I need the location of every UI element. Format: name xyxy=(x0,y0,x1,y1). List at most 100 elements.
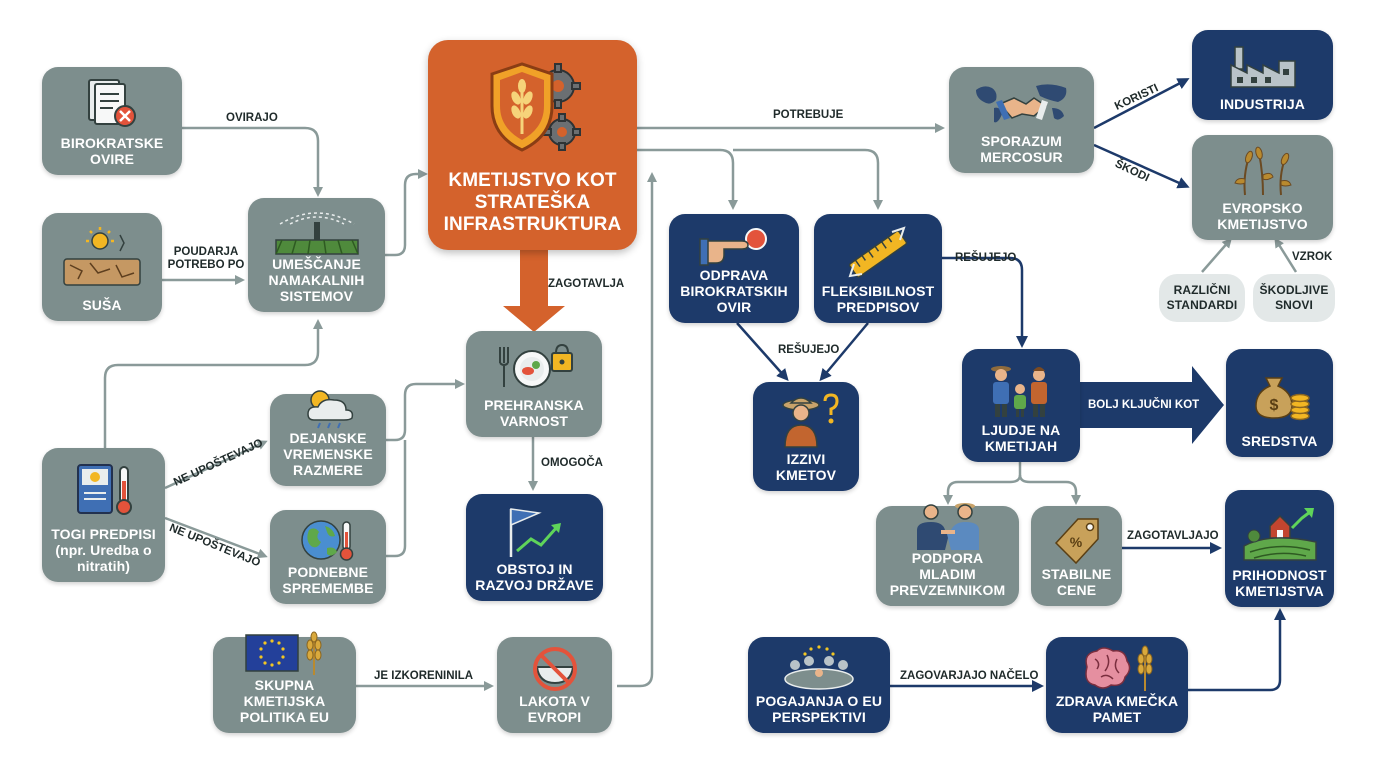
edge-label-potrebuje: POTREBUJE xyxy=(773,109,844,121)
node-label: EVROPSKO KMETIJSTVO xyxy=(1217,200,1308,232)
node-label: SKUPNA KMETIJSKA POLITIKA EU xyxy=(239,677,330,725)
edge-label-resujejo-2: REŠUJEJO xyxy=(955,252,1017,264)
edge-kmetijstvo-prehranska xyxy=(503,250,565,332)
edge-label-je-izkoreninila: JE IZKORENINILA xyxy=(374,670,474,682)
edge-fleksibilnost-ljudje xyxy=(942,256,1028,348)
ruler-arrows-icon xyxy=(820,220,936,283)
node-kmetijstvo-infra[interactable]: KMETIJSTVO KOT STRATEŠKA INFRASTRUKTURA xyxy=(428,40,637,250)
node-label: UMEŠČANJE NAMAKALNIH SISTEMOV xyxy=(268,256,365,304)
node-label: LJUDJE NA KMETIJAH xyxy=(981,422,1061,454)
edge-togi-dejanske xyxy=(164,440,268,490)
brain-wheat-icon xyxy=(1052,643,1182,693)
edge-zdrava-prihodnost xyxy=(1188,608,1286,692)
node-label: PRIHODNOST KMETIJSTVA xyxy=(1232,567,1327,599)
eu-flag-wheat-icon xyxy=(219,631,350,677)
node-susa[interactable]: SUŠA xyxy=(42,213,162,321)
edge-ljudje-sredstva xyxy=(1080,366,1224,444)
svg-text:$: $ xyxy=(1269,397,1278,414)
handshake-world-map-icon xyxy=(955,73,1088,133)
edge-label-zagovarjajo: ZAGOVARJAJO NAČELO xyxy=(900,670,1039,682)
farm-family-icon xyxy=(968,355,1074,422)
node-label: KMETIJSTVO KOT STRATEŠKA INFRASTRUKTURA xyxy=(443,170,622,235)
node-evropsko[interactable]: EVROPSKO KMETIJSTVO xyxy=(1192,135,1333,240)
edge-ljudje-podpora xyxy=(943,462,1022,505)
edge-skodljive-evropsko xyxy=(1274,237,1298,273)
hand-press-button-icon xyxy=(675,219,793,267)
node-label: LAKOTA V EVROPI xyxy=(519,693,590,725)
globe-thermometer-icon xyxy=(276,516,380,564)
edge-label-zagotavljajo: ZAGOTAVLJAJO xyxy=(1127,530,1219,542)
farmer-question-icon xyxy=(759,388,853,451)
node-sredstva[interactable]: $ SREDSTVA xyxy=(1226,349,1333,457)
edge-label-bolj-kljucni: BOLJ KLJUČNI KOT xyxy=(1088,399,1200,411)
node-skodljive[interactable]: ŠKODLJIVE SNOVI xyxy=(1253,274,1335,322)
node-label: BIROKRATSKE OVIRE xyxy=(60,135,164,167)
node-pogajanja[interactable]: POGAJANJA O EU PERSPEKTIVI xyxy=(748,637,890,733)
edge-label-omogoca: OMOGOČA xyxy=(541,457,603,469)
money-bag-coins-icon: $ xyxy=(1232,355,1327,433)
svg-text:%: % xyxy=(1069,534,1082,550)
edge-odprava-izzivi xyxy=(736,322,789,381)
node-umescanje[interactable]: UMEŠČANJE NAMAKALNIH SISTEMOV xyxy=(248,198,385,312)
node-ljudje[interactable]: LJUDJE NA KMETIJAH xyxy=(962,349,1080,462)
node-lakota[interactable]: LAKOTA V EVROPI xyxy=(497,637,612,733)
edge-label-poudarja: POUDARJA POTREBO PO xyxy=(167,246,245,271)
node-label: RAZLIČNI STANDARDI xyxy=(1166,283,1238,312)
node-stabilne[interactable]: % STABILNE CENE xyxy=(1031,506,1122,606)
node-label: PODNEBNE SPREMEMBE xyxy=(282,564,374,596)
edge-togi-podnebne xyxy=(164,516,268,559)
node-dejanske[interactable]: DEJANSKE VREMENSKE RAZMERE xyxy=(270,390,386,486)
edge-label-vzrok: VZROK xyxy=(1292,251,1333,263)
node-razlicni[interactable]: RAZLIČNI STANDARDI xyxy=(1159,274,1245,322)
node-label: PREHRANSKA VARNOST xyxy=(484,397,584,429)
node-label: ODPRAVA BIROKRATSKIH OVIR xyxy=(680,267,788,315)
node-label: SREDSTVA xyxy=(1241,433,1318,449)
node-obstoj[interactable]: OBSTOJ IN RAZVOJ DRŽAVE xyxy=(466,494,603,601)
node-odprava[interactable]: ODPRAVA BIROKRATSKIH OVIR xyxy=(669,214,799,323)
node-togi-predpisi[interactable]: TOGI PREDPISI (npr. Uredba o nitratih) xyxy=(42,448,165,582)
node-label: POGAJANJA O EU PERSPEKTIVI xyxy=(755,693,883,725)
edge-potrebuje-odprava xyxy=(637,148,738,210)
flag-growth-chart-icon xyxy=(472,500,597,561)
edge-label-ovirajo: OVIRAJO xyxy=(226,112,278,124)
withered-crops-icon xyxy=(1198,141,1327,200)
node-industrija[interactable]: INDUSTRIJA xyxy=(1192,30,1333,120)
no-food-bowl-icon xyxy=(503,643,606,693)
edge-label-zagotavlja: ZAGOTAVLJA xyxy=(548,278,625,290)
node-label: ZDRAVA KMEČKA PAMET xyxy=(1055,693,1179,725)
node-label: TOGI PREDPISI (npr. Uredba o nitratih) xyxy=(51,526,156,574)
node-sporazum[interactable]: SPORAZUM MERCOSUR xyxy=(949,67,1094,173)
node-fleksibilnost[interactable]: FLEKSIBILNOST PREDPISOV xyxy=(814,214,942,323)
document-reject-icon xyxy=(48,73,176,135)
edge-birokratske-umescanje xyxy=(182,126,323,197)
node-prehranska[interactable]: PREHRANSKA VARNOST xyxy=(466,331,602,437)
node-label: INDUSTRIJA xyxy=(1219,96,1305,112)
node-label: IZZIVI KMETOV xyxy=(775,451,837,483)
node-label: FLEKSIBILNOST PREDPISOV xyxy=(821,283,935,315)
irrigation-field-icon xyxy=(254,200,379,256)
node-podnebne[interactable]: PODNEBNE SPREMEMBE xyxy=(270,510,386,604)
price-tag-icon: % xyxy=(1037,512,1116,566)
node-zdrava[interactable]: ZDRAVA KMEČKA PAMET xyxy=(1046,637,1188,733)
node-label: OBSTOJ IN RAZVOJ DRŽAVE xyxy=(475,561,594,593)
node-podpora[interactable]: PODPORA MLADIM PREVZEMNIKOM xyxy=(876,503,1019,606)
node-label: ŠKODLJIVE SNOVI xyxy=(1259,283,1329,312)
node-label: PODPORA MLADIM PREVZEMNIKOM xyxy=(889,550,1006,598)
edge-lakota-kmetijstvo xyxy=(617,172,657,688)
plate-fork-lock-icon xyxy=(472,337,596,397)
node-izzivi[interactable]: IZZIVI KMETOV xyxy=(753,382,859,491)
edge-dejanske-prehranska xyxy=(386,379,465,442)
edge-fleksibilnost-izzivi xyxy=(819,322,869,382)
node-birokratske-ovire[interactable]: BIROKRATSKE OVIRE xyxy=(42,67,182,175)
edge-potrebuje-fleksibilnost xyxy=(733,148,883,210)
sun-cloud-rain-icon xyxy=(276,386,380,430)
factory-icon xyxy=(1198,36,1327,96)
edge-togi-umescanje xyxy=(103,319,323,448)
farm-growth-icon xyxy=(1231,496,1328,567)
edge-umescanje-kmetijstvo xyxy=(385,169,428,257)
node-prihodnost[interactable]: PRIHODNOST KMETIJSTVA xyxy=(1225,490,1334,607)
node-skupna-politika[interactable]: SKUPNA KMETIJSKA POLITIKA EU xyxy=(213,631,356,733)
node-label: STABILNE CENE xyxy=(1041,566,1112,598)
